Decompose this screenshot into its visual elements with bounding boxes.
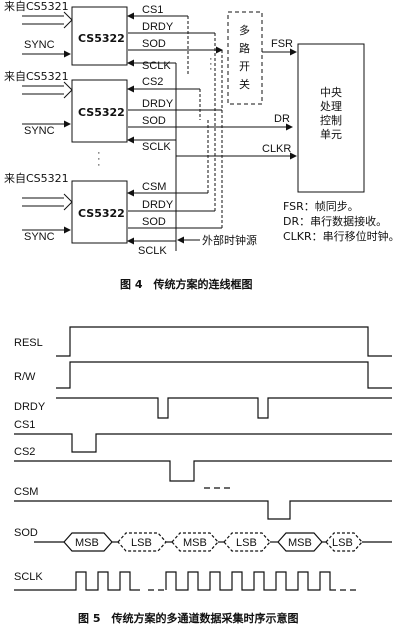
source-label-1: 来自CS5321 bbox=[4, 0, 69, 13]
sod-bit-label: MSB bbox=[288, 537, 312, 549]
waveform-sclk-a bbox=[14, 571, 140, 591]
source-arrow-2 bbox=[22, 81, 73, 99]
chip-ellipsis-dot: · bbox=[97, 153, 101, 165]
signal-label-csm: CSM bbox=[14, 486, 38, 498]
sod-label-3: SOD bbox=[142, 216, 166, 228]
sclk-label-1: SCLK bbox=[142, 60, 171, 72]
chip-group-2: 来自CS5321 SYNC CS5322 CS2 DRDY SOD SCLK bbox=[4, 70, 293, 153]
chip-ellipsis-dot: · bbox=[97, 159, 101, 171]
drdy-label-2: DRDY bbox=[142, 98, 174, 110]
waveform-cs1 bbox=[14, 433, 392, 453]
clkr-label: CLKR bbox=[262, 143, 291, 155]
bus-ellipsis-dot: · bbox=[209, 58, 213, 70]
legend-fsr: FSR：帧同步。 bbox=[283, 199, 359, 213]
signal-label-drdy: DRDY bbox=[14, 401, 46, 413]
chip-label-2: CS5322 bbox=[78, 106, 125, 119]
sync-label-3: SYNC bbox=[24, 231, 55, 243]
fsr-label: FSR bbox=[271, 38, 293, 50]
mux-label-char: 关 bbox=[239, 77, 250, 91]
cs5322-chip-3 bbox=[71, 180, 128, 244]
waveform-cs2 bbox=[14, 460, 392, 482]
cs5322-chip-1 bbox=[71, 6, 128, 66]
legend-clkr: CLKR：串行移位时钟。 bbox=[283, 229, 400, 243]
chip-group-m: 来自CS5321 SYNC CS5322 CSM DRDY SOD SCLK bbox=[4, 172, 222, 257]
cpu-label-line: 中央 bbox=[320, 86, 342, 99]
sod-label-1: SOD bbox=[142, 38, 166, 50]
mux-label-char: 开 bbox=[239, 60, 250, 73]
bus-ellipsis-dot: · bbox=[209, 63, 213, 75]
sod-bit-cell bbox=[171, 532, 219, 552]
drdy-label-3: DRDY bbox=[142, 199, 174, 211]
sync-label-2: SYNC bbox=[24, 125, 55, 137]
cs2-label: CS2 bbox=[142, 76, 163, 88]
signal-label-rw: R/W bbox=[14, 371, 36, 383]
mux-label-char: 路 bbox=[239, 42, 250, 55]
sclk-label-2: SCLK bbox=[142, 141, 171, 153]
chip-group-1: 来自CS5321 SYNC CS5322 CS1 DRDY SOD SCLK bbox=[4, 0, 223, 72]
sod-bit-label: LSB bbox=[332, 537, 353, 549]
chip-label-3: CS5322 bbox=[78, 207, 125, 220]
sod-bit-label: MSB bbox=[75, 537, 99, 549]
cs5322-chip-2 bbox=[71, 79, 128, 143]
signal-label-cs1: CS1 bbox=[14, 419, 35, 431]
chip-ellipsis-dot: · bbox=[97, 147, 101, 159]
sod-bit-label: LSB bbox=[131, 537, 152, 549]
cpu-label-line: 控制 bbox=[320, 113, 342, 127]
cs1-label: CS1 bbox=[142, 4, 163, 16]
source-arrow-3 bbox=[22, 193, 73, 211]
signal-label-cs2: CS2 bbox=[14, 446, 35, 458]
drdy-label-1: DRDY bbox=[142, 21, 174, 33]
sod-bit-cell bbox=[325, 532, 363, 552]
source-arrow-1 bbox=[22, 11, 73, 29]
waveform-drdy bbox=[56, 397, 392, 419]
legend-dr: DR：串行数据接收。 bbox=[283, 214, 387, 228]
sod-bit-cell bbox=[223, 532, 271, 552]
figure-4-block-diagram: 来自CS5321 SYNC CS5322 CS1 DRDY SOD SCLK 来… bbox=[4, 0, 400, 291]
waveform-rw bbox=[56, 361, 392, 389]
cpu-box bbox=[297, 43, 365, 193]
sod-bit-label: LSB bbox=[236, 537, 257, 549]
ext-clock-label: 外部时钟源 bbox=[202, 233, 257, 247]
sclk-label-3: SCLK bbox=[138, 245, 167, 257]
signal-label-sclk: SCLK bbox=[14, 571, 43, 583]
cpu-label-line: 处理 bbox=[320, 100, 342, 113]
source-label-3: 来自CS5321 bbox=[4, 172, 69, 185]
signal-label-sod: SOD bbox=[14, 527, 38, 539]
csm-label: CSM bbox=[142, 181, 166, 193]
sod-label-2: SOD bbox=[142, 115, 166, 127]
source-label-2: 来自CS5321 bbox=[4, 70, 69, 83]
waveform-resl bbox=[56, 326, 392, 357]
sod-bit-label: MSB bbox=[183, 537, 207, 549]
figure-5-caption: 图 5 传统方案的多通道数据采集时序示意图 bbox=[78, 611, 298, 625]
dr-label: DR bbox=[274, 113, 290, 125]
figure-5-timing-diagram: RESL R/W DRDY CS1 CS2 CSM SOD MSB LSB MS… bbox=[14, 326, 392, 625]
mux-label-char: 多 bbox=[239, 23, 250, 37]
waveform-csm bbox=[14, 500, 392, 520]
bus-ellipsis-dot: · bbox=[209, 53, 213, 65]
cpu-label-line: 单元 bbox=[320, 128, 342, 141]
figure-4-caption: 图 4 传统方案的连线框图 bbox=[120, 277, 252, 291]
chip-label-1: CS5322 bbox=[78, 32, 125, 45]
sync-label-1: SYNC bbox=[24, 39, 55, 51]
waveform-sclk-b bbox=[165, 571, 336, 591]
signal-label-resl: RESL bbox=[14, 337, 43, 349]
multiplexer-box bbox=[227, 11, 263, 105]
